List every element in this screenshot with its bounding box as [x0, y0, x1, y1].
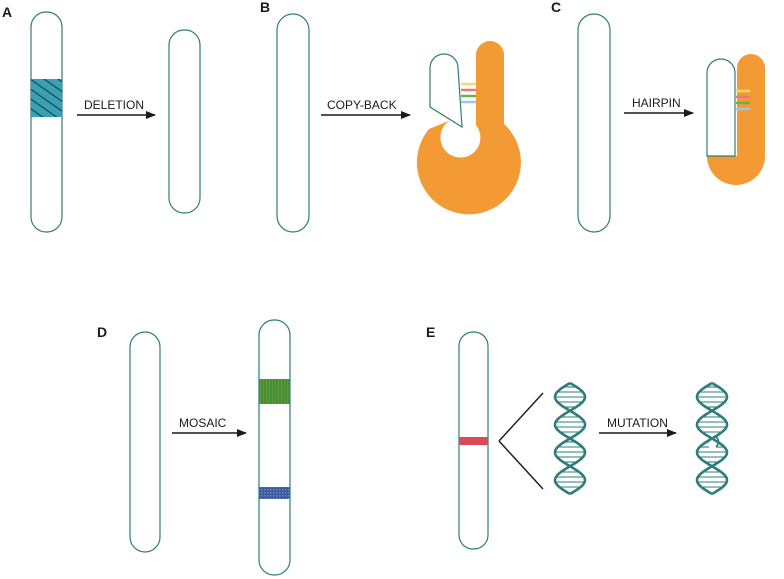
- chromosome-d-original: [129, 331, 161, 553]
- chromosome-a-deleted: [168, 29, 201, 214]
- label-mutation: MUTATION: [607, 416, 668, 430]
- mosaic-blue-segment: [259, 487, 290, 499]
- label-copy-back: COPY-BACK: [327, 98, 397, 112]
- label-deletion: DELETION: [84, 98, 144, 112]
- dna-helix-original: [553, 381, 587, 496]
- chromosome-c-original: [577, 13, 611, 233]
- panel-d: D MOSAIC: [97, 319, 291, 576]
- deleted-segment: [31, 79, 62, 117]
- panel-letter-b: B: [260, 0, 270, 15]
- panel-e: E MUTATION: [426, 324, 729, 550]
- label-mosaic: MOSAIC: [179, 416, 227, 430]
- chromosome-a-original: [30, 11, 63, 233]
- copy-back-orange-segment: [416, 41, 521, 215]
- mosaic-green-segment: [259, 379, 290, 404]
- panel-c: C HAIRPIN: [551, 0, 765, 233]
- chromosome-b-original: [276, 13, 310, 233]
- panel-letter-d: D: [97, 324, 107, 340]
- mutation-mark: [715, 436, 720, 448]
- zoom-line-bottom: [498, 440, 544, 490]
- copy-back-stripes: [461, 82, 476, 104]
- panel-letter-a: A: [2, 4, 12, 20]
- hairpin-stripes: [736, 89, 750, 111]
- hairpin-white-segment: [706, 58, 736, 157]
- panel-b: B COPY-BACK: [260, 0, 521, 233]
- label-hairpin: HAIRPIN: [632, 96, 681, 110]
- panel-letter-e: E: [426, 324, 435, 340]
- panel-letter-c: C: [551, 0, 561, 15]
- zoom-line-top: [498, 392, 544, 442]
- hairpin-orange-segment: [707, 54, 765, 185]
- chromosome-d-mosaic: [258, 319, 291, 576]
- panel-a: A DELETION: [2, 4, 201, 233]
- dna-backbone-2: [695, 381, 729, 496]
- dna-helix-mutated: [695, 381, 729, 496]
- dna-backbone-2: [553, 381, 587, 496]
- mutation-locus: [459, 437, 488, 445]
- copy-back-white-segment: [429, 53, 463, 129]
